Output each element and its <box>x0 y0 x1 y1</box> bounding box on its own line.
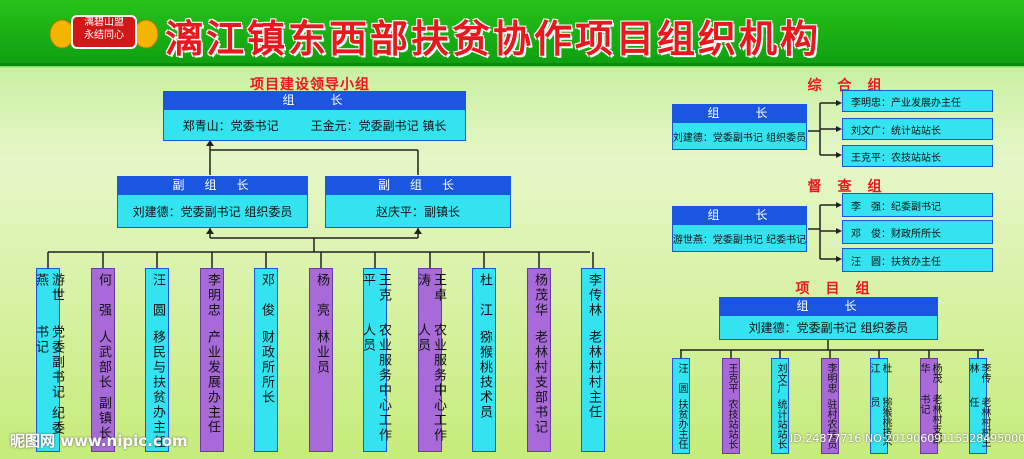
member-name: 王卓涛 <box>415 273 446 303</box>
project-leader-box: 刘建德：党委副书记 组织委员 <box>719 315 938 340</box>
lead-leader-header: 组 长 <box>163 91 466 109</box>
project-member-name: 汪 圆 <box>676 363 687 393</box>
project-member-role: 老林村村主任 <box>967 397 990 447</box>
lead-leader-2: 王金元：党委副书记 镇长 <box>310 118 447 133</box>
project-member-name: 王克平 <box>726 363 737 393</box>
member-column: 李明忠产业发展办主任 <box>200 268 224 452</box>
project-member-column: 李明忠驻村农技员 <box>821 358 839 454</box>
lead-leader-1: 郑青山：党委书记 <box>182 118 279 133</box>
supervise-section-title: 督 查 组 <box>807 179 883 195</box>
lead-section-title: 项目建设领导小组 <box>250 77 370 93</box>
project-leader: 刘建德：党委副书记 组织委员 <box>748 321 909 335</box>
lead-leader-box: 郑青山：党委书记 王金元：党委副书记 镇长 <box>163 109 466 141</box>
project-member-role: 统计站站长 <box>775 399 786 449</box>
project-header: 组 长 <box>719 297 938 315</box>
member-role: 产业发展办主任 <box>205 330 220 435</box>
watermark-right: ID:24877716 NO:20190609115328495000 <box>790 432 1024 445</box>
member-column: 王卓涛农业服务中心工作人员 <box>415 268 446 452</box>
general-leader: 刘建德：党委副书记 组织委员 <box>672 132 807 144</box>
project-member-role: 农技站站长 <box>726 399 737 449</box>
arrow-heads <box>206 100 842 262</box>
lead-vice-left: 刘建德：党委副书记 组织委员 <box>132 204 293 219</box>
member-role: 农业服务中心工作人员 <box>415 323 446 444</box>
project-section-title: 项 目 组 <box>795 281 871 297</box>
member-role: 老林村村主任 <box>586 330 601 420</box>
member-column: 杨 亮林业员 <box>309 268 333 452</box>
project-member-column: 杨茂华老林村支部书记 <box>918 358 941 454</box>
member-column: 杨茂华老林村支部书记 <box>527 268 551 452</box>
page-title: 漓江镇东西部扶贫协作项目组织机构 <box>165 17 822 61</box>
member-name: 邓 俊 <box>259 273 274 318</box>
project-member-role: 老林村支部书记 <box>918 394 941 445</box>
project-member-column: 刘文广统计站站长 <box>771 358 789 454</box>
member-role: 移民与扶贫办主任 <box>150 330 165 450</box>
general-item-2: 刘文广：统计站站长 <box>842 118 993 140</box>
member-role: 财政所所长 <box>259 330 274 405</box>
project-member-column: 汪 圆扶贫办主任 <box>672 358 690 454</box>
member-column: 邓 俊财政所所长 <box>254 268 278 452</box>
member-name: 杜 江 <box>477 273 492 318</box>
project-member-column: 李传林老林村村主任 <box>967 358 990 454</box>
lead-vice-right-header: 副 组 长 <box>325 176 511 194</box>
lead-vice-left-box: 刘建德：党委副书记 组织委员 <box>117 194 308 228</box>
project-member-name: 杜 江 <box>868 363 891 383</box>
member-role: 农业服务中心工作人员 <box>360 323 391 444</box>
member-column: 李传林老林村村主任 <box>581 268 605 452</box>
lead-vice-right: 赵庆平：副镇长 <box>375 204 460 219</box>
member-name: 游世燕 <box>33 273 64 303</box>
member-name: 王克平 <box>360 273 391 303</box>
supervise-leader-box: 游世燕：党委副书记 纪委书记 <box>672 224 807 252</box>
member-column: 杜 江猕猴桃技术员 <box>472 268 496 452</box>
lead-vice-left-header: 副 组 长 <box>117 176 308 194</box>
logo-line2: 永结同心 <box>84 30 124 41</box>
member-column: 汪 圆移民与扶贫办主任 <box>145 268 169 452</box>
member-role: 党委副书记 纪委书记 <box>33 325 64 437</box>
member-role: 人武部长 副镇长 <box>96 330 111 442</box>
supervise-item-2: 邓 俊：财政所所长 <box>842 220 993 244</box>
lead-vice-right-box: 赵庆平：副镇长 <box>325 194 511 228</box>
thumbs-up-logo <box>49 15 159 49</box>
title-banner <box>0 0 1024 66</box>
member-column: 王克平农业服务中心工作人员 <box>360 268 391 452</box>
project-member-name: 李传林 <box>967 363 990 383</box>
member-role: 老林村支部书记 <box>532 330 547 435</box>
member-column: 游世燕党委副书记 纪委书记 <box>33 268 64 452</box>
project-member-column: 杜 江猕猴桃技术员 <box>868 358 891 454</box>
watermark-left: 昵图网 www.nipic.com <box>10 432 188 450</box>
project-member-role: 猕猴桃技术员 <box>868 397 891 447</box>
member-role: 林业员 <box>314 330 329 375</box>
project-member-role: 驻村农技员 <box>825 399 836 449</box>
member-name: 杨 亮 <box>314 273 329 318</box>
member-role: 猕猴桃技术员 <box>477 330 492 420</box>
project-member-column: 王克平农技站站长 <box>722 358 740 454</box>
general-item-1: 李明忠：产业发展办主任 <box>842 90 993 112</box>
member-name: 汪 圆 <box>150 273 165 318</box>
project-member-role: 扶贫办主任 <box>676 399 687 449</box>
member-column: 何 强人武部长 副镇长 <box>91 268 115 452</box>
supervise-item-3: 汪 圆：扶贫办主任 <box>842 248 993 272</box>
logo-text: 漓碧山盟 永结同心 <box>74 16 134 42</box>
member-name: 杨茂华 <box>532 273 547 318</box>
member-name: 何 强 <box>96 273 111 318</box>
logo-line1: 漓碧山盟 <box>84 17 124 28</box>
project-member-name: 李明忠 <box>825 363 836 393</box>
member-name: 李传林 <box>586 273 601 318</box>
supervise-item-1: 李 强：纪委副书记 <box>842 193 993 217</box>
supervise-header: 组 长 <box>672 206 807 224</box>
project-member-name: 刘文广 <box>775 363 786 393</box>
member-name: 李明忠 <box>205 273 220 318</box>
general-item-3: 王克平：农技站站长 <box>842 145 993 167</box>
general-leader-box: 刘建德：党委副书记 组织委员 <box>672 122 807 150</box>
general-header: 组 长 <box>672 104 807 122</box>
supervise-leader: 游世燕：党委副书记 纪委书记 <box>672 234 807 246</box>
project-member-name: 杨茂华 <box>918 363 941 383</box>
